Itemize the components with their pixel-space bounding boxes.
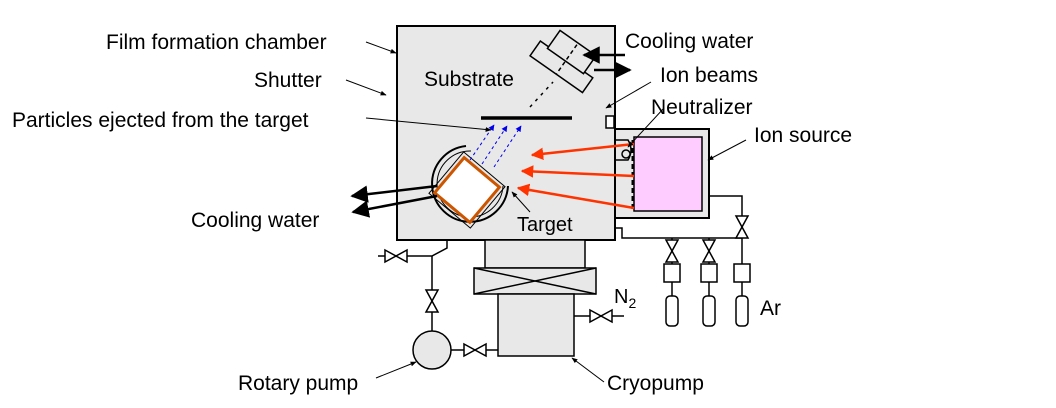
rotary-pump-label: Rotary pump [238,372,358,395]
substrate-axis [529,81,554,108]
rotary-pump [412,330,452,370]
cryo-flange [473,267,597,295]
rotary-valve [424,289,440,313]
vent-valve [384,248,408,264]
n2-valve [589,308,613,324]
target-assembly [428,145,509,229]
gate-valve [484,239,586,269]
cooling-water-left-label: Cooling water [191,209,319,232]
cooling-water-top-label: Cooling water [625,30,753,53]
ar-label: Ar [760,297,781,320]
gas-cylinders [663,263,751,327]
neutralizer-label: Neutralizer [651,96,753,119]
pump-link-valve [463,342,487,358]
cryopump [497,293,575,357]
ion-source-label: Ion source [754,124,852,147]
target-plate [432,155,502,225]
target-cooling-out-arrow [351,194,438,218]
neutralizer [605,115,632,161]
target-cooling-in-arrow [350,184,438,203]
gas-valves [664,215,750,263]
leader-lines [345,41,747,383]
substrate-label: Substrate [424,68,514,91]
ion-source-core [633,136,703,212]
film-chamber-label: Film formation chamber [106,31,327,54]
particles-label: Particles ejected from the target [12,109,309,132]
particle-trajectories [469,124,522,168]
cryopump-label: Cryopump [607,372,704,395]
shutter-label: Shutter [254,69,322,92]
n2-label: N2 [614,286,636,311]
ion-beams [516,142,635,210]
ion-beams-label: Ion beams [660,64,758,87]
target-label: Target [517,214,573,236]
